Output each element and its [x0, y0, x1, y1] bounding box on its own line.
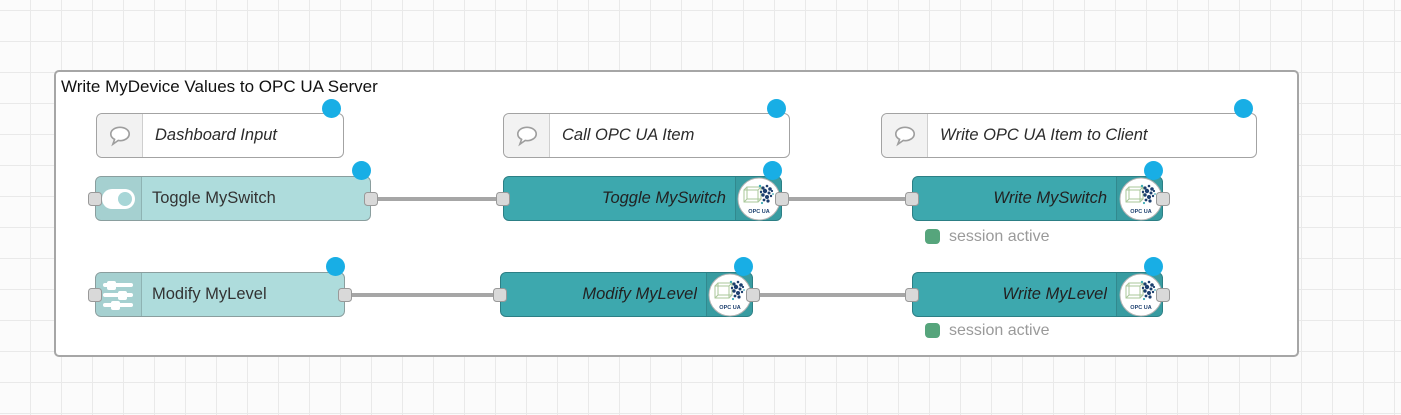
node-changed-indicator	[1143, 256, 1163, 276]
input-port[interactable]	[905, 287, 919, 302]
speech-bubble-icon	[894, 126, 915, 146]
status-text: session active	[949, 228, 1050, 245]
toggle-switch-icon	[102, 189, 135, 209]
sliders-icon	[103, 280, 133, 310]
group-title: Write MyDevice Values to OPC UA Server	[61, 77, 378, 96]
node-changed-indicator	[325, 256, 345, 276]
node-label: Modify MyLevel	[152, 285, 267, 303]
svg-text:OPC UA: OPC UA	[1130, 209, 1151, 215]
output-port[interactable]	[1156, 191, 1170, 206]
wire-toggle-input-to-item[interactable]	[371, 196, 503, 201]
output-port[interactable]	[1156, 287, 1170, 302]
input-port[interactable]	[88, 191, 102, 206]
opcua-logo-icon: OPC UA	[737, 177, 781, 220]
speech-bubble-icon	[109, 126, 130, 146]
status-text: session active	[949, 322, 1050, 339]
node-label: Toggle MySwitch	[601, 189, 726, 207]
wire-toggle-item-to-write[interactable]	[782, 196, 912, 201]
node-changed-indicator	[733, 256, 753, 276]
svg-text:OPC UA: OPC UA	[719, 305, 740, 311]
node-label: Write MySwitch	[993, 189, 1107, 207]
speech-bubble-icon	[516, 126, 537, 146]
node-changed-indicator	[1233, 98, 1253, 118]
input-port[interactable]	[493, 287, 507, 302]
output-port[interactable]	[775, 191, 789, 206]
wire-modify-input-to-item[interactable]	[345, 292, 500, 297]
node-changed-indicator	[762, 160, 782, 180]
input-port[interactable]	[88, 287, 102, 302]
comment-icon-strip	[504, 114, 550, 157]
comment-icon-strip	[882, 114, 928, 157]
node-icon-strip	[96, 273, 142, 316]
input-port[interactable]	[905, 191, 919, 206]
node-icon-strip	[96, 177, 142, 220]
node-modify-mylevel-input[interactable]: Modify MyLevel	[95, 272, 345, 317]
output-port[interactable]	[364, 191, 378, 206]
comment-label: Write OPC UA Item to Client	[940, 126, 1148, 144]
comment-node-dashboard-input[interactable]: Dashboard Input	[96, 113, 344, 158]
node-label: Write MyLevel	[1002, 285, 1107, 303]
output-port[interactable]	[338, 287, 352, 302]
status-dot	[925, 323, 940, 338]
node-toggle-myswitch-input[interactable]: Toggle MySwitch	[95, 176, 371, 221]
opcua-logo-icon: OPC UA	[1119, 177, 1163, 220]
opcua-logo-icon: OPC UA	[708, 273, 752, 316]
comment-label: Call OPC UA Item	[562, 126, 695, 144]
node-changed-indicator	[766, 98, 786, 118]
comment-node-write-opcua-item[interactable]: Write OPC UA Item to Client	[881, 113, 1257, 158]
comment-label: Dashboard Input	[155, 126, 278, 144]
comment-icon-strip	[97, 114, 143, 157]
node-changed-indicator	[321, 98, 341, 118]
node-changed-indicator	[351, 160, 371, 180]
node-changed-indicator	[1143, 160, 1163, 180]
status-dot	[925, 229, 940, 244]
svg-text:OPC UA: OPC UA	[1130, 305, 1151, 311]
output-port[interactable]	[746, 287, 760, 302]
node-label: Toggle MySwitch	[152, 189, 276, 207]
wire-modify-item-to-write[interactable]	[753, 292, 912, 297]
comment-node-call-opcua-item[interactable]: Call OPC UA Item	[503, 113, 790, 158]
input-port[interactable]	[496, 191, 510, 206]
svg-text:OPC UA: OPC UA	[748, 209, 769, 215]
node-label: Modify MyLevel	[582, 285, 697, 303]
opcua-logo-icon: OPC UA	[1119, 273, 1163, 316]
